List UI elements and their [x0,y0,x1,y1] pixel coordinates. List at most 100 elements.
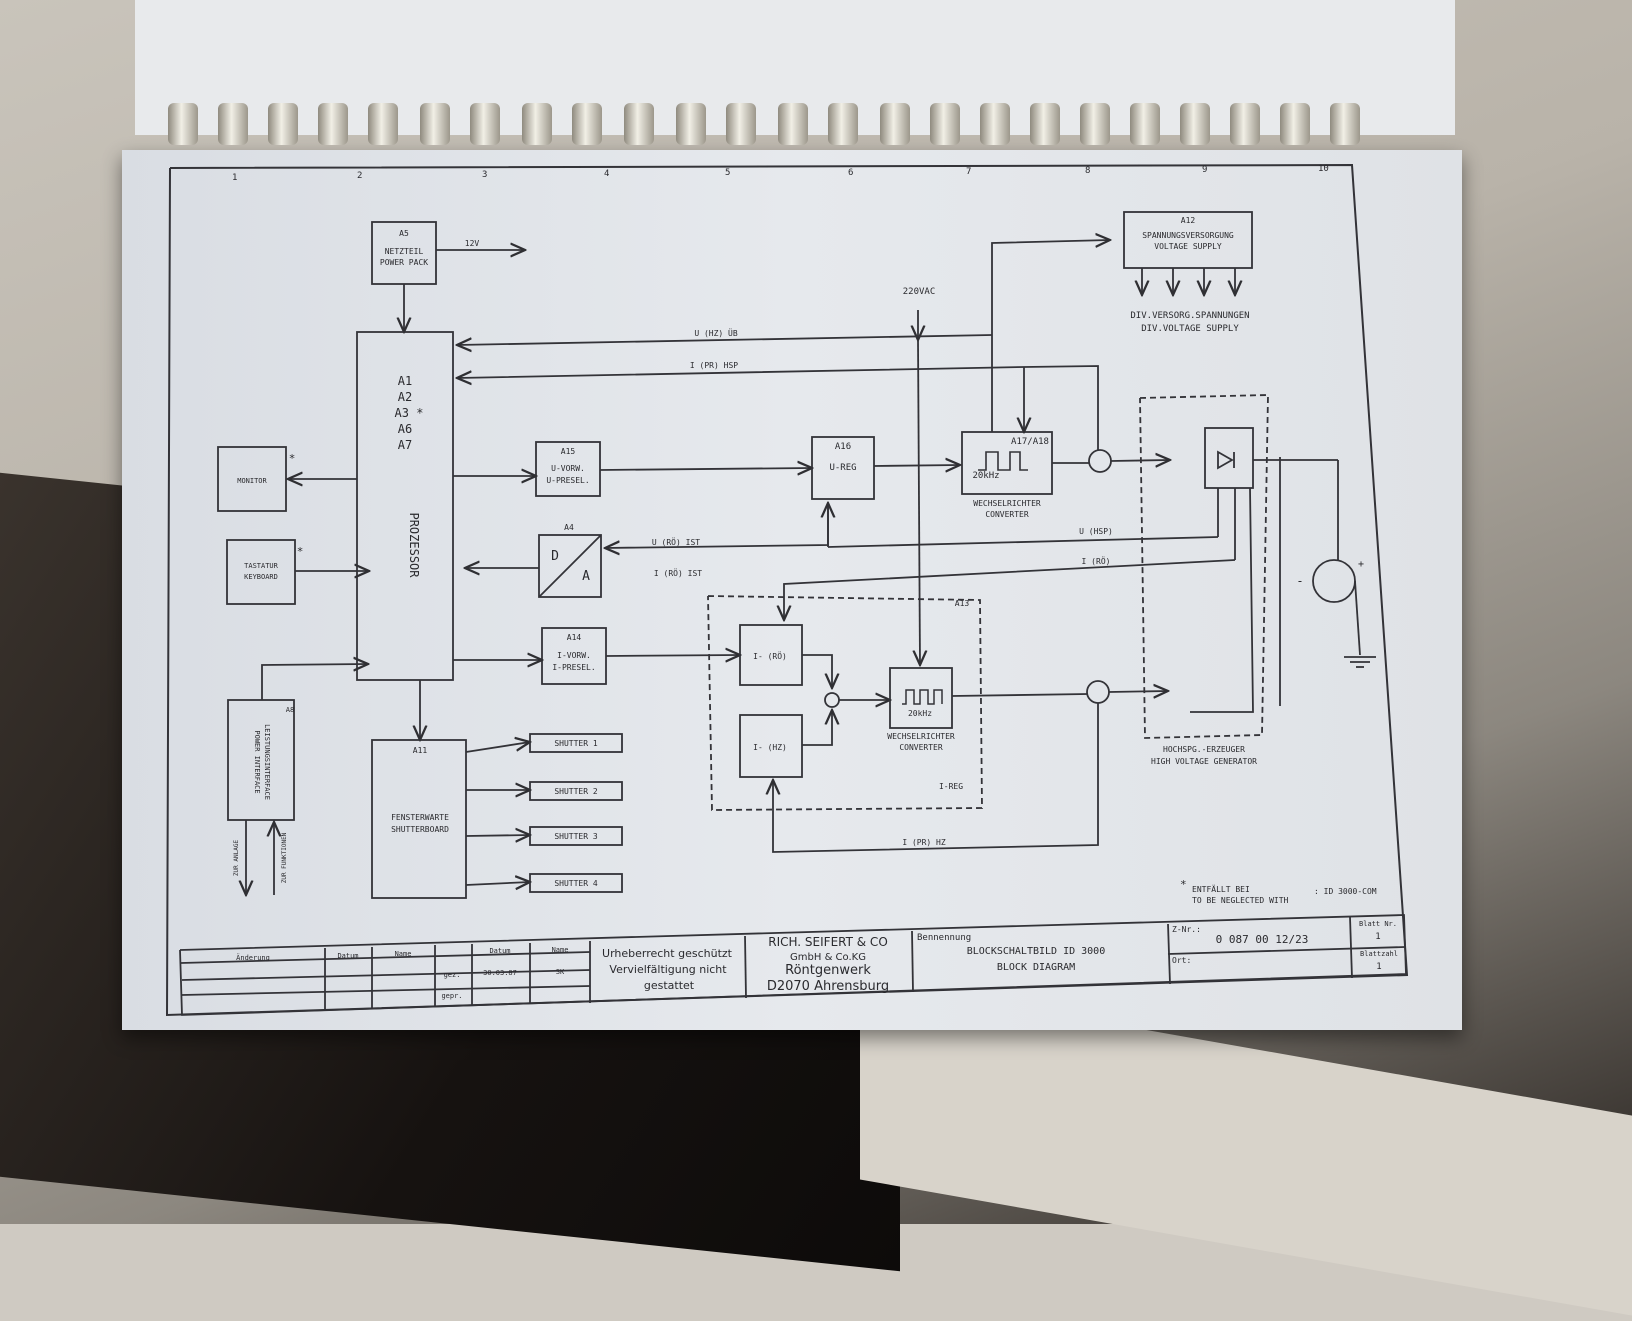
column-number: 4 [604,169,609,179]
binding-ring [268,103,298,145]
ort-label: Ort: [1172,956,1191,965]
binding-ring [420,103,450,145]
keyboard-note: * [297,545,304,558]
rev-header-date: Datum [337,952,358,960]
binding-ring [470,103,500,145]
a13-freq: 20kHz [908,709,932,718]
drawing-title: BLOCKSCHALTBILD ID 3000 [967,946,1105,957]
supply-label: 220VAC [903,287,936,297]
company-city: D2070 Ahrensburg [767,979,889,994]
power-interface-label-en: POWER INTERFACE [253,730,261,793]
binding-ring [880,103,910,145]
title-col-line [744,935,747,999]
column-number: 3 [482,170,487,180]
shutter-3-line [465,835,530,836]
binding-ring [1230,103,1260,145]
interface-out-left-label: ZUR ANLAGE [233,840,240,877]
a14-label: I-VORW. [557,651,591,660]
a17-label-en: CONVERTER [985,510,1029,519]
a12-out-label: DIV.VERSORG.SPANNUNGEN [1130,311,1249,321]
a16-id: A16 [835,442,851,452]
current-sensor-top [1088,449,1112,473]
drawing-title-en: BLOCK DIAGRAM [997,962,1075,973]
u-roe-ist-line [605,507,829,548]
a4-d-label: D [551,549,559,564]
a11-label: FENSTERWARTE [391,813,449,822]
copyright-line3: gestattet [644,979,695,992]
monitor-label: MONITOR [237,477,267,485]
gez-label: gez. [444,971,461,979]
shutter-2-label: SHUTTER 2 [554,787,598,796]
summing-junction [824,692,840,708]
footnote-line2: TO BE NEGLECTED WITH [1192,896,1289,905]
a16-label: U-REG [829,463,856,473]
binding-ring [624,103,654,145]
a12-out-label-en: DIV.VOLTAGE SUPPLY [1141,324,1239,334]
interface-to-processor-line [261,664,368,700]
a16-to-a17-line [873,465,960,466]
a12-block [1123,211,1253,269]
i-hz-block [739,714,803,778]
rev-header-name: Name [395,950,412,958]
i-roe-label: I (RÖ) [1082,556,1111,566]
header-datum: Datum [489,947,510,955]
a16-block [811,436,875,500]
shutter-3-label: SHUTTER 3 [554,832,598,841]
iroe-to-sum-line [802,654,832,688]
company-division: Röntgenwerk [785,963,871,978]
module-label: A3 * [395,406,424,420]
a15-id: A15 [561,447,576,456]
column-numbers: 1 2 3 4 5 6 7 8 9 10 [232,164,1329,183]
i-roe-block-label: I- (RÖ) [753,651,787,661]
supply-to-a13-line [918,339,920,665]
sensor-to-heater-transformer-line [1108,691,1168,692]
cathode-minus-label: - [1296,574,1303,588]
sheet-no-label: Blatt Nr. [1359,920,1397,928]
power-pack-label: NETZTEIL [385,247,424,256]
copyright-line1: Urheberrecht geschützt [602,947,733,960]
a17-label: WECHSELRICHTER [973,499,1041,508]
column-number: 10 [1318,164,1329,174]
a14-id: A14 [567,633,582,642]
column-number: 5 [725,168,730,178]
monitor-note: * [289,452,296,465]
shutter-1-line [465,742,530,753]
power-pack-label-en: POWER PACK [380,258,428,267]
schematic-sheet [122,150,1462,1030]
i-pr-hsp-label: I (PR) HSP [690,361,738,370]
drawing-frame [165,163,1409,1017]
binding-ring [676,103,706,145]
sheet-count: 1 [1376,962,1381,972]
a12-id: A12 [1181,216,1196,225]
u-hz-label: U (HZ) ÜB [694,328,738,338]
binding-ring [930,103,960,145]
sheet-count-label: Blattzahl [1360,950,1398,958]
title-col-line [911,930,914,993]
binding-ring [778,103,808,145]
shutter-4-box [529,873,623,893]
a15-label: U-VORW. [551,464,585,473]
a15-label-en: U-PRESEL. [546,476,589,485]
gepr-label: gepr. [441,992,462,1000]
company-name: RICH. SEIFERT & CO [768,935,888,949]
binding-ring [572,103,602,145]
column-number: 6 [848,168,853,178]
copyright-line2: Vervielfältigung nicht [609,963,727,976]
binding-ring [726,103,756,145]
a12-label-en: VOLTAGE SUPPLY [1154,242,1222,251]
power-interface-labels: LEISTUNGSINTERFACE POWER INTERFACE [253,724,271,800]
binding-ring [980,103,1010,145]
title-block-frame [179,914,1407,1016]
processor-modules: A1 A2 A3 * A6 A7 [395,374,424,452]
a17-freq: 20kHz [972,471,999,481]
module-label: A7 [398,438,412,452]
processor-block [356,331,454,681]
hv-label: HOCHSPG.-ERZEUGER [1163,745,1245,754]
a4-id: A4 [564,523,574,532]
column-number: 2 [357,171,362,181]
interface-out-right-label: ZUR FUNKTIONEN [281,832,288,883]
a15-to-a16-line [599,468,812,470]
block-diagram: 1 2 3 4 5 6 7 8 9 10 A5 NETZTEIL POWER P… [165,163,1409,1017]
diode-icon [1217,450,1234,470]
column-number: 8 [1085,166,1090,176]
